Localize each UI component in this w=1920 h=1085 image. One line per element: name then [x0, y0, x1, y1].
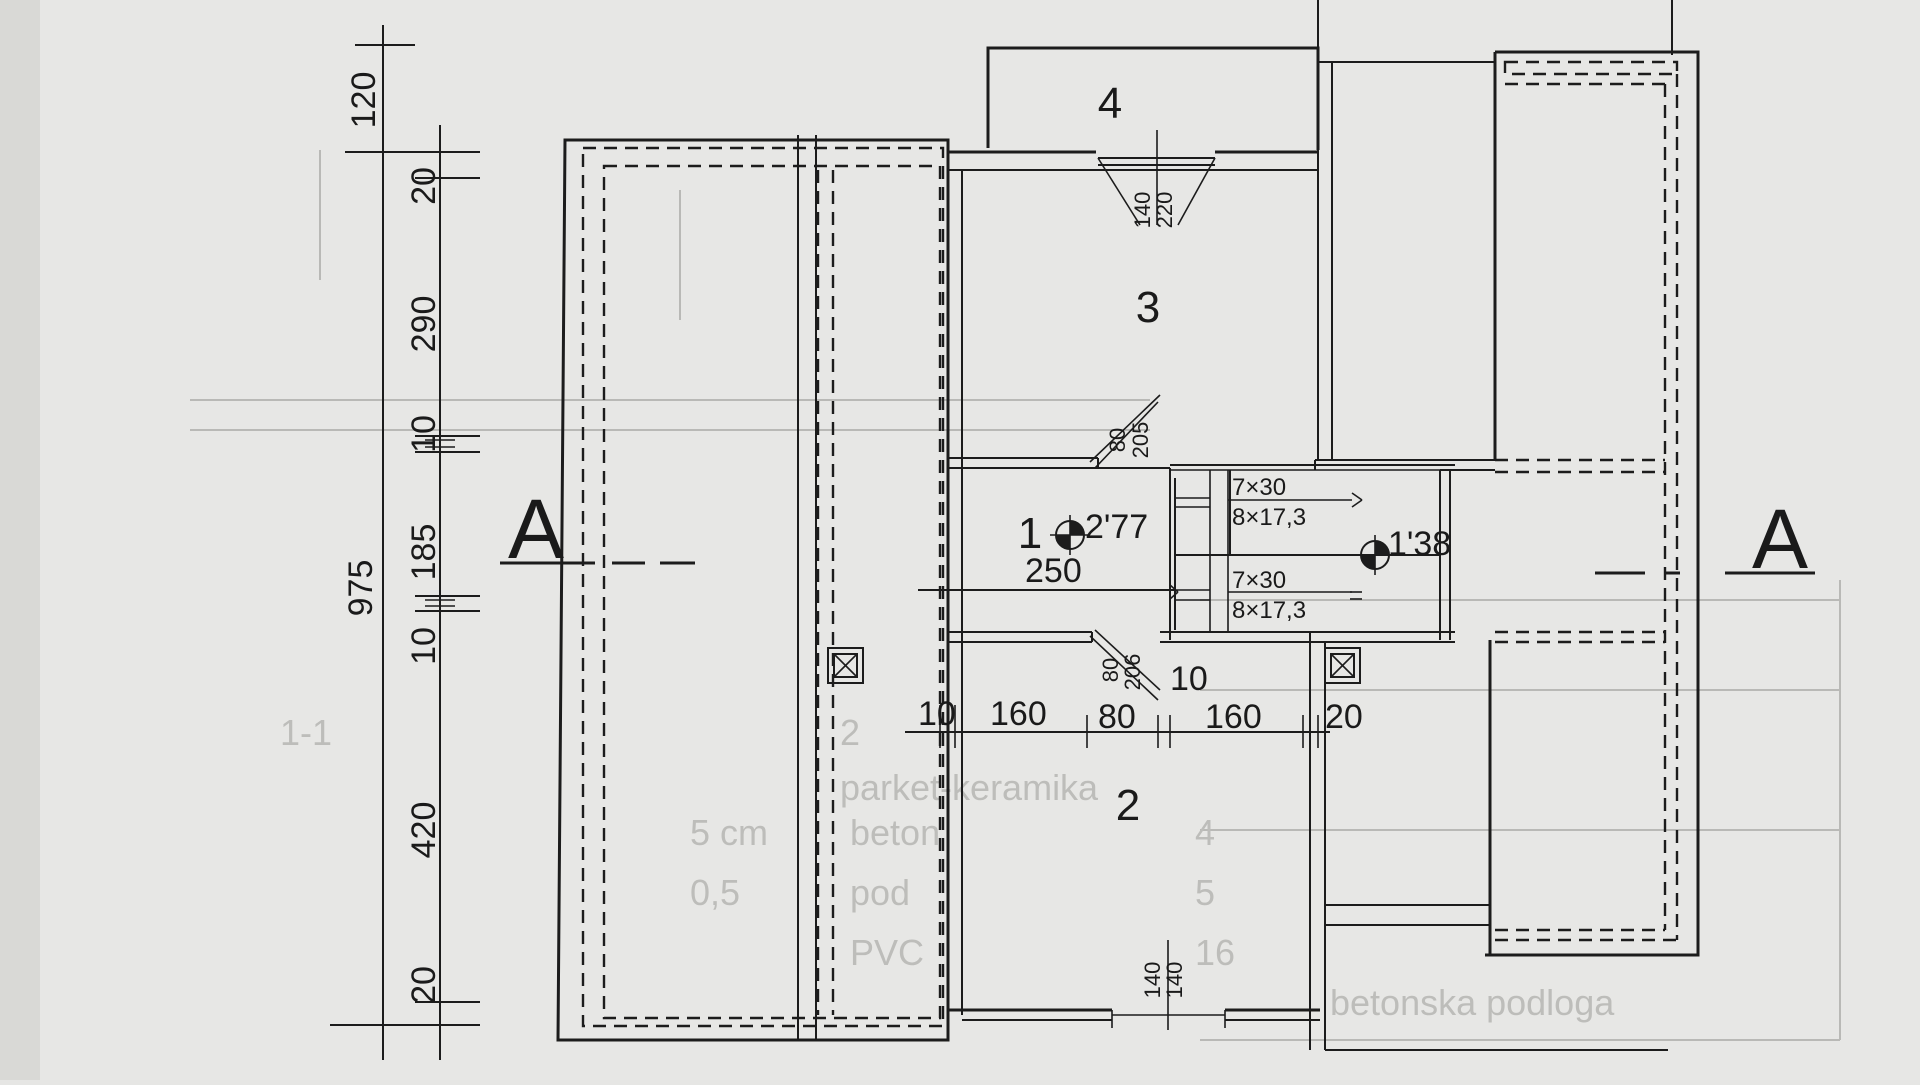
room-3-label: 3: [1136, 283, 1160, 332]
faint-text-11: 4: [1195, 812, 1215, 853]
room-2-label: 2: [1116, 781, 1140, 830]
faint-text-2: parket-keramika: [840, 767, 1099, 808]
faint-text-10: 2: [840, 712, 860, 753]
paper-edge: [0, 0, 40, 1080]
mid-opening-205: 205: [1128, 422, 1153, 459]
section-mark-left: A: [500, 482, 695, 576]
chimney-left-icon: [827, 647, 864, 684]
section-label-left: A: [508, 482, 564, 576]
mid-opening-80: 80: [1105, 428, 1130, 452]
faint-background-lines: [190, 150, 1841, 1041]
hall-dimension-250: 250: [918, 552, 1175, 591]
low-opening: 80 206: [1089, 629, 1161, 701]
mid-opening: 80 205: [1089, 394, 1161, 469]
level-marker-right: 1'38: [1355, 525, 1451, 575]
faint-text-12: 5: [1195, 872, 1215, 913]
hdim-160-b: 160: [1205, 698, 1262, 736]
room-4-label: 4: [1098, 79, 1122, 128]
section-mark-right: A: [1595, 492, 1815, 586]
dim-185: 185: [405, 524, 443, 581]
top-projection: [986, 0, 1673, 461]
top-door-opening: 140 220: [1097, 130, 1216, 229]
top-door-140: 140: [1130, 192, 1155, 229]
chimney-right-icon: [1324, 647, 1361, 684]
faint-text-8: 16: [1195, 932, 1235, 973]
dim-10-a: 10: [405, 415, 443, 453]
dim-420: 420: [405, 802, 443, 859]
hdim-80: 80: [1098, 698, 1136, 736]
dim-20-bottom: 20: [405, 966, 443, 1004]
dim-975-total: 975: [342, 560, 380, 617]
vertical-dimension-labels: 120 20 290 10 185 10 420 20 975: [342, 72, 443, 1004]
low-opening-80: 80: [1098, 658, 1123, 682]
hdim-10: 10: [918, 695, 956, 733]
faint-text-3: 5 cm: [690, 812, 768, 853]
stair-bottom-run-a: 7×30: [1232, 567, 1286, 594]
level-1-38: 1'38: [1388, 525, 1451, 563]
dim-120: 120: [345, 72, 383, 129]
central-block: [946, 150, 1668, 1051]
dim-250: 250: [1025, 552, 1082, 590]
bottom-door-opening: 140 140: [1111, 940, 1226, 1030]
low-opening-206: 206: [1120, 654, 1145, 691]
stair-top-run-b: 8×17,3: [1232, 504, 1306, 531]
room-1-label: 1: [1018, 509, 1042, 558]
level-2-77: 2'77: [1085, 508, 1148, 546]
faint-text-9: betonska podloga: [1330, 982, 1615, 1023]
faint-text-7: PVC: [850, 932, 924, 973]
dim-20-top: 20: [405, 167, 443, 205]
dim-10-b: 10: [405, 627, 443, 665]
faint-text-1: 1-1: [280, 712, 332, 753]
bottom-door-140-a: 140: [1140, 962, 1165, 999]
bottom-door-140-b: 140: [1162, 962, 1187, 999]
section-label-right: A: [1752, 492, 1808, 586]
hdim-10-small: 10: [1170, 660, 1208, 698]
stair-labels: 7×30 8×17,3 7×30 8×17,3: [1232, 474, 1306, 624]
faint-text-4: beton: [850, 812, 940, 853]
staircase: [1169, 468, 1451, 640]
dim-290: 290: [405, 296, 443, 353]
top-door-220: 220: [1152, 192, 1177, 229]
stair-bottom-run-b: 8×17,3: [1232, 597, 1306, 624]
faint-text-6: pod: [850, 872, 910, 913]
hdim-160-a: 160: [990, 695, 1047, 733]
horizontal-dimension-line: 10 160 80 10 160 20: [905, 660, 1363, 748]
stair-top-run-a: 7×30: [1232, 474, 1286, 501]
level-marker-left: 2'77: [1050, 508, 1148, 555]
vertical-dimension-lines: [330, 25, 480, 1060]
faint-text-5: 0,5: [690, 872, 740, 913]
right-wing: [1440, 50, 1700, 957]
hdim-20: 20: [1325, 698, 1363, 736]
faint-background-text: 1-1 parket-keramika 5 cm beton 0,5 pod P…: [280, 712, 1615, 1023]
